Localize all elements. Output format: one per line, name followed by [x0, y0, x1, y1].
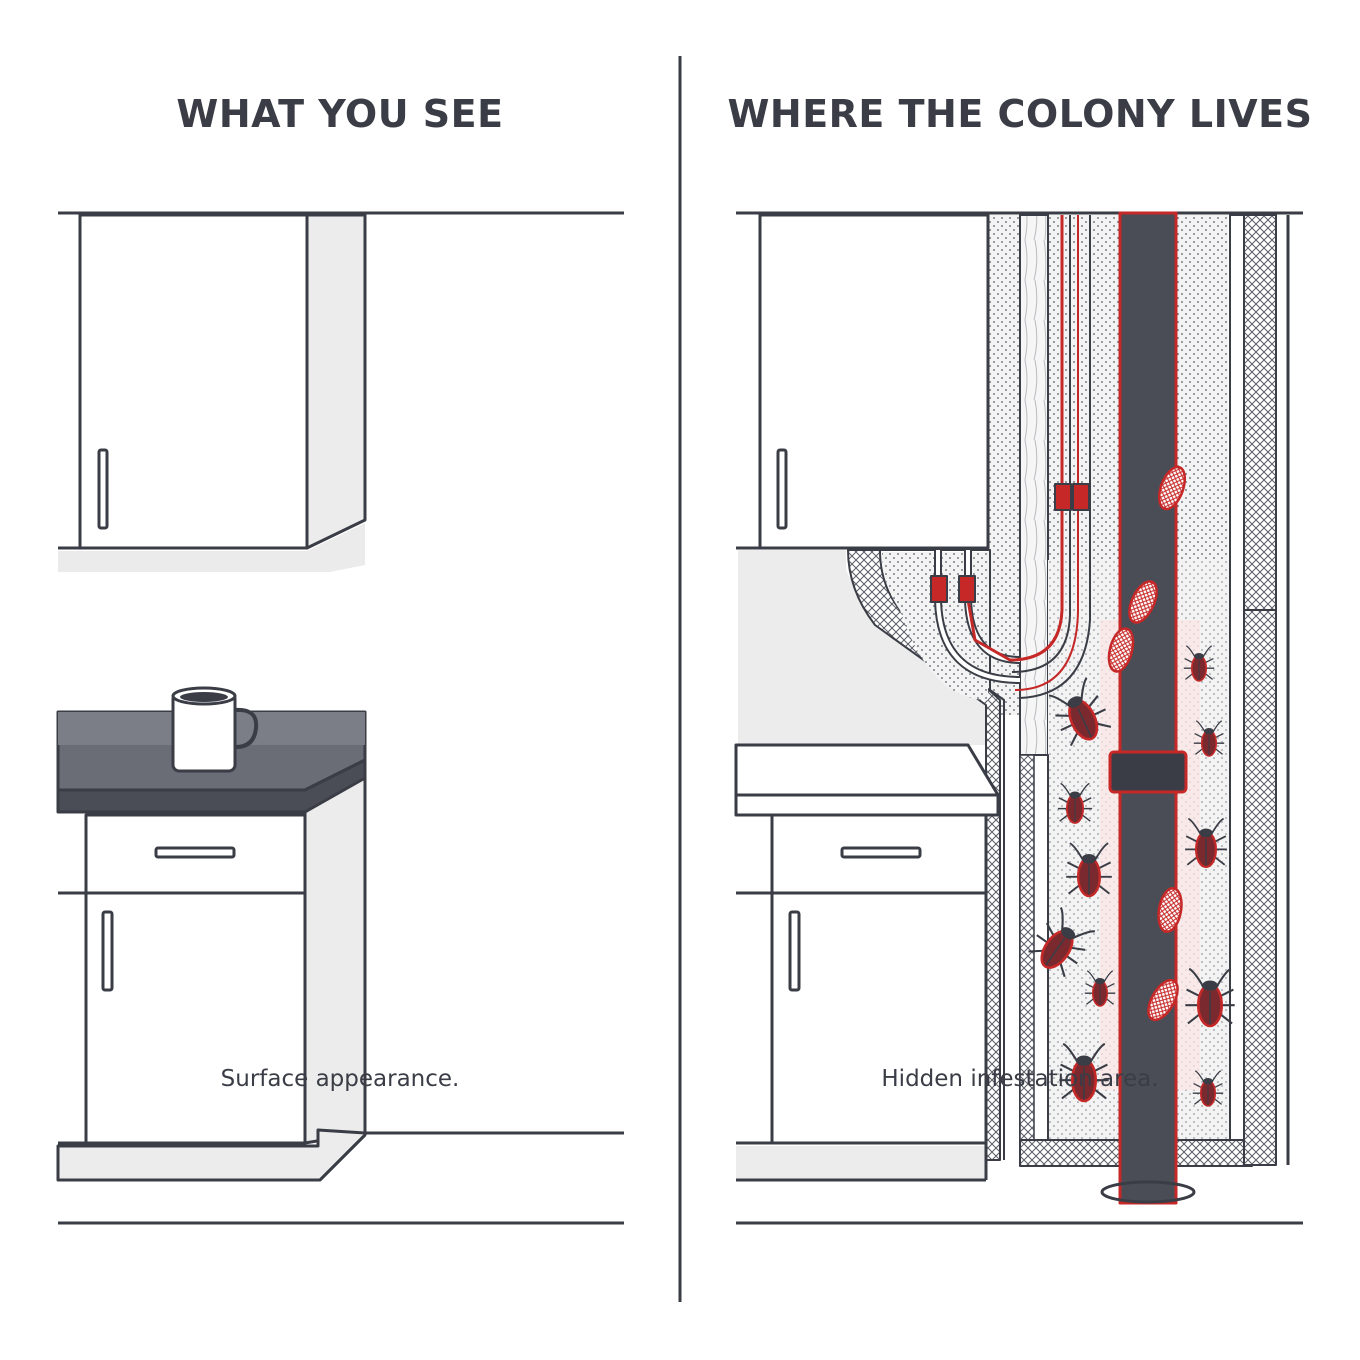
left-panel-caption: Surface appearance.: [40, 1066, 640, 1092]
pipe-coupling: [1110, 752, 1186, 792]
lower-cabinet-handle: [103, 912, 112, 990]
wire-connector-icon: [1073, 484, 1089, 510]
drain-pipe: [1120, 213, 1176, 1203]
right-panel-caption: Hidden infestation area.: [700, 1066, 1340, 1092]
wire-connector-icon: [1055, 484, 1071, 510]
wire-connector-icon: [931, 576, 947, 602]
drawer-handle: [156, 848, 234, 857]
upper-cabinet-handle: [99, 450, 107, 528]
wire-connector-icon: [959, 576, 975, 602]
